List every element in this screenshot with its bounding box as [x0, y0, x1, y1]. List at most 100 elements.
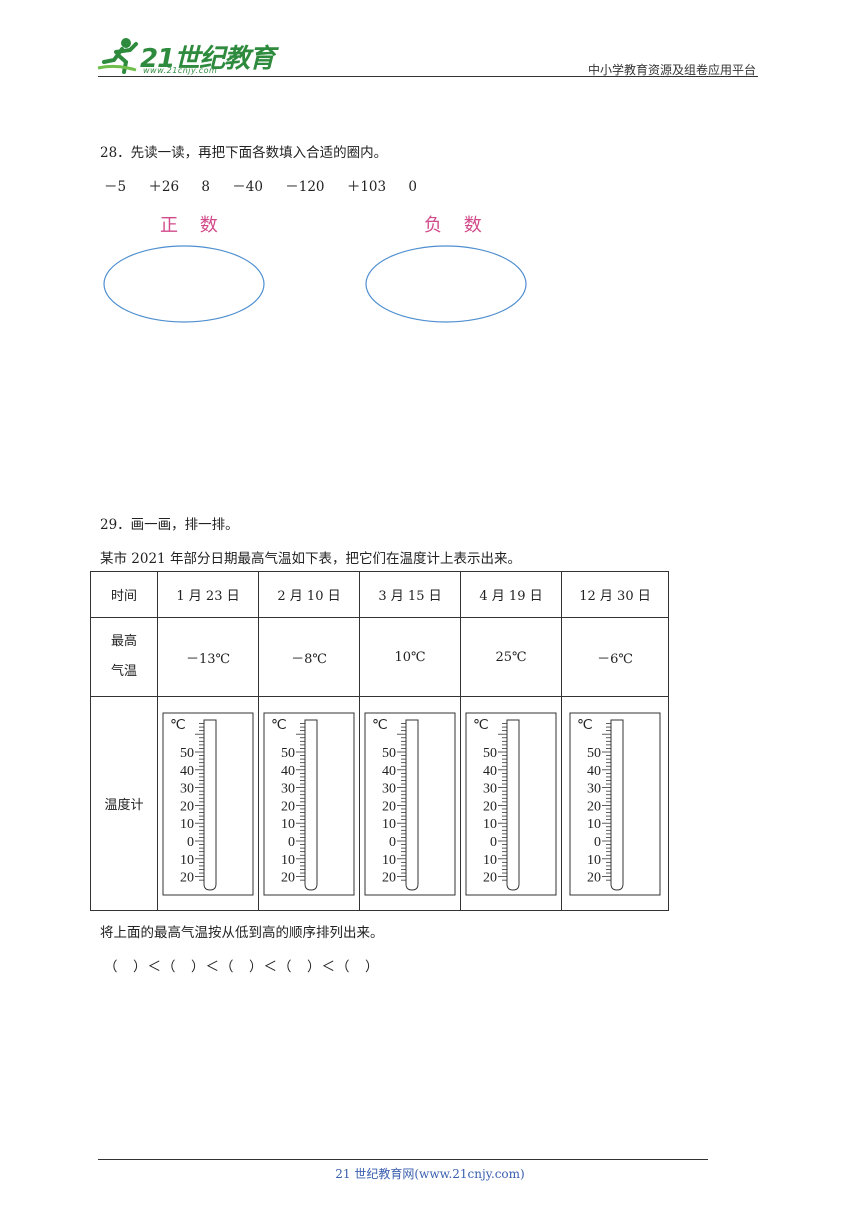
- table-row: 温度计 ℃ 50 40 30 20 10 0 10 20 ℃ 50 40 30 20 10 0 10 20 ℃ 5…: [90, 696, 669, 911]
- thermometer-tick-label: 10: [281, 817, 295, 832]
- thermometer-tick-label: 0: [490, 835, 497, 850]
- q29-intro: 某市 2021 年部分日期最高气温如下表，把它们在温度计上表示出来。: [100, 551, 521, 567]
- runner-logo-icon: [97, 38, 138, 74]
- q28-number: －5: [104, 179, 127, 195]
- footer-divider: [98, 1159, 708, 1160]
- thermometer-tube: [405, 719, 419, 891]
- thermometer-tick-label: 20: [281, 870, 295, 885]
- max-temp-label-line1: 最高: [110, 634, 137, 649]
- table-temp: －13℃: [157, 617, 259, 697]
- table-date: 12 月 30 日: [561, 571, 669, 618]
- table-header-thermometer: 温度计: [90, 696, 158, 911]
- thermometer-tick-label: 10: [180, 852, 194, 867]
- thermometer-unit: ℃: [271, 718, 287, 733]
- thermometer-tick-label: 20: [180, 870, 194, 885]
- thermometer-tick-label: 10: [281, 852, 295, 867]
- thermometer-tick-label: 20: [587, 870, 601, 885]
- thermometer-tick-label: 50: [483, 746, 497, 761]
- table-date: 3 月 15 日: [359, 571, 461, 618]
- table-date: 2 月 10 日: [258, 571, 360, 618]
- table-temp: 25℃: [460, 617, 562, 697]
- temperature-table: 时间 1 月 23 日 2 月 10 日 3 月 15 日 4 月 19 日 1…: [90, 571, 669, 911]
- thermometer-tube: [506, 719, 520, 891]
- thermometer-tick-label: 0: [389, 835, 396, 850]
- thermometer-tick-label: 50: [281, 746, 295, 761]
- negative-ellipse[interactable]: [364, 244, 530, 326]
- table-header-time: 时间: [90, 571, 158, 618]
- header-platform-text: 中小学教育资源及组卷应用平台: [587, 63, 756, 77]
- table-date: 4 月 19 日: [460, 571, 562, 618]
- thermometer-tick-label: 0: [594, 835, 601, 850]
- footer-text: 21 世纪教育网(www.21cnjy.com): [335, 1167, 525, 1181]
- thermometer-tick-label: 50: [180, 746, 194, 761]
- thermometer-frame: [569, 712, 661, 895]
- order-prompt: 将上面的最高气温按从低到高的顺序排列出来。: [100, 925, 384, 941]
- header-divider: [98, 76, 758, 77]
- thermometer-tick-label: 30: [382, 781, 396, 796]
- thermometer-tick-label: 40: [587, 763, 601, 778]
- table-row: 时间 1 月 23 日 2 月 10 日 3 月 15 日 4 月 19 日 1…: [90, 571, 669, 618]
- thermometer-tick-label: 20: [587, 799, 601, 814]
- thermometer-tick-label: 40: [483, 763, 497, 778]
- thermometer-tick-label: 10: [382, 817, 396, 832]
- thermometer-tick-label: 30: [587, 781, 601, 796]
- logo-text: 21世纪教育: [140, 44, 275, 74]
- thermometer-tick-label: 50: [382, 746, 396, 761]
- table-header-max-temp: 最高 气温: [90, 617, 158, 697]
- order-blanks[interactable]: （ ）＜（ ）＜（ ）＜（ ）＜（ ）: [104, 959, 380, 975]
- q29-prompt: 29．画一画，排一排。: [100, 517, 239, 533]
- thermometer-tick-label: 20: [483, 799, 497, 814]
- thermometer-tick-label: 40: [180, 763, 194, 778]
- table-temp: －8℃: [258, 617, 360, 697]
- thermometer-tick-label: 10: [382, 852, 396, 867]
- q28-prompt: 28．先读一读，再把下面各数填入合适的圈内。: [100, 145, 388, 161]
- positive-label: 正 数: [160, 215, 226, 236]
- thermometer-unit: ℃: [473, 718, 489, 733]
- thermometer-tick-label: 20: [382, 870, 396, 885]
- thermometer-tick-label: 30: [483, 781, 497, 796]
- thermometer-tick-label: 10: [180, 817, 194, 832]
- q28-number: ＋103: [346, 179, 387, 195]
- thermometer-tick-label: 20: [382, 799, 396, 814]
- thermometer-tick-label: 10: [587, 852, 601, 867]
- thermometer-tube: [304, 719, 318, 891]
- q28-number-list: －5 ＋26 8 －40 －120 ＋103 0: [104, 175, 435, 195]
- thermometer-unit: ℃: [170, 718, 186, 733]
- q28-number: －40: [232, 179, 263, 195]
- q28-number: 0: [408, 179, 417, 195]
- thermometer-tick-label: 0: [187, 835, 194, 850]
- table-temp: －6℃: [561, 617, 669, 697]
- logo-url: www.21cnjy.com: [143, 66, 218, 75]
- q28-number: 8: [201, 179, 210, 195]
- thermometer-tick-label: 10: [483, 852, 497, 867]
- q28-number: ＋26: [148, 179, 180, 195]
- thermometer-tick-label: 20: [483, 870, 497, 885]
- thermometer-tube: [610, 719, 624, 891]
- thermometer-unit: ℃: [577, 718, 593, 733]
- max-temp-label-line2: 气温: [110, 664, 137, 679]
- thermometer-frame: [465, 712, 557, 895]
- positive-ellipse[interactable]: [102, 244, 268, 326]
- thermometer-frame: [364, 712, 456, 895]
- thermometer-tick-label: 30: [281, 781, 295, 796]
- thermometer-tube: [203, 719, 217, 891]
- table-row: 最高 气温 －13℃ －8℃ 10℃ 25℃ －6℃: [90, 617, 669, 697]
- thermometer-tick-label: 40: [281, 763, 295, 778]
- table-date: 1 月 23 日: [157, 571, 259, 618]
- thermometer-unit: ℃: [372, 718, 388, 733]
- thermometer-tick-label: 20: [180, 799, 194, 814]
- q28-number: －120: [285, 179, 325, 195]
- thermometer-tick-label: 10: [587, 817, 601, 832]
- thermometer-tick-label: 20: [281, 799, 295, 814]
- table-temp: 10℃: [359, 617, 461, 697]
